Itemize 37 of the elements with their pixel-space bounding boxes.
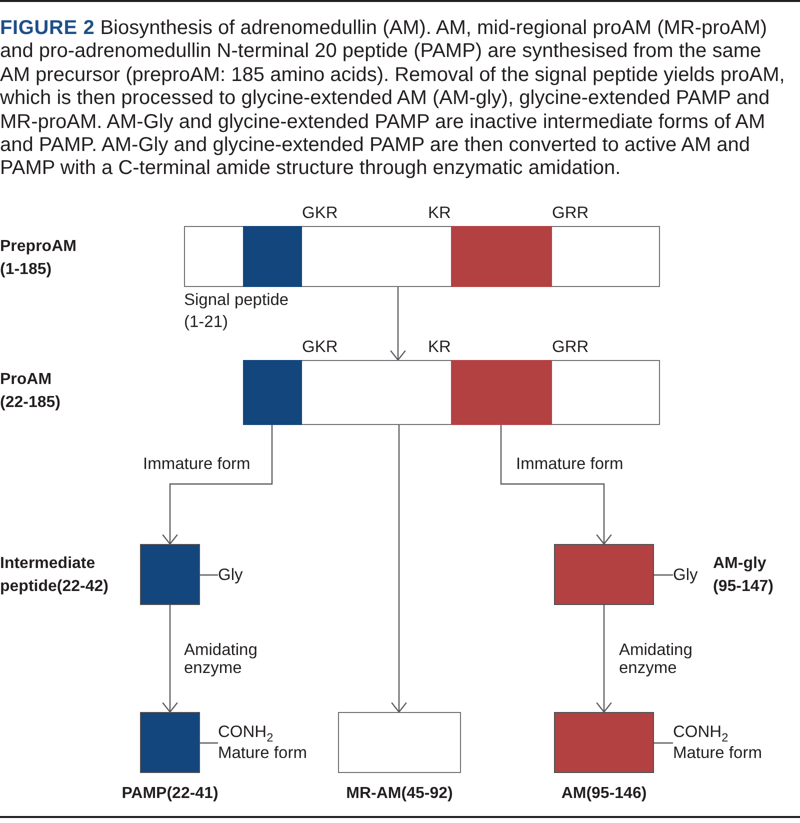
leader-line xyxy=(200,574,218,576)
cleavage-site-label: GRR xyxy=(552,338,589,356)
bar-label: ProAM (22-185) xyxy=(0,371,60,411)
peptide-segment xyxy=(243,226,302,287)
bar-label: PreproAM (1-185) xyxy=(0,238,76,278)
arrow xyxy=(391,425,407,713)
figure-caption: FIGURE 2 Biosynthesis of adrenomedullin (AM). AM, mid-regional proAM (MR-proAM) and pro-adrenomedullin N-terminal 20 peptide (PAMP) are synthesised from the same AM precursor (preproAM: 185 amino acids). Removal of the signal peptide yields proAM, which is then processed to glycine-extended AM (AM-gly), glycine-extended PAMP and MR-proAM. AM-Gly and glycine-extended PAMP are inactive intermediate forms of AM and PAMP. AM-Gly and glycine-extended PAMP are then converted to active AM and PAMP with a C-terminal amide structure through enzymatic amidation. xyxy=(0,17,786,181)
form-label: Mature form xyxy=(673,743,762,764)
edge-label: Amidating enzyme xyxy=(619,641,692,677)
cleavage-site-label: GRR xyxy=(552,204,589,222)
cleavage-site-label: KR xyxy=(428,204,451,222)
form-label: Mature form xyxy=(218,743,307,764)
peptide-label: PAMP(22-41) xyxy=(122,785,218,802)
arrow xyxy=(500,425,612,545)
chemical-group-label: CONH$_{2}$ xyxy=(218,722,274,743)
cleavage-site-label: KR xyxy=(428,338,451,356)
arrow xyxy=(596,605,612,713)
residue-label: Gly xyxy=(673,566,698,584)
leader-line xyxy=(200,742,218,744)
arrow xyxy=(162,605,178,713)
peptide-label: MR-AM(45-92) xyxy=(346,785,453,802)
chemical-group-label: CONH$_{2}$ xyxy=(673,722,728,743)
arrow xyxy=(162,425,273,545)
peptide-label: AM-gly (95-147) xyxy=(713,555,774,595)
cleavage-site-label: GKR xyxy=(302,338,338,356)
peptide-segment xyxy=(451,360,552,425)
peptide-segment xyxy=(243,360,302,425)
peptide-label: Intermediate peptide(22-42) xyxy=(0,555,108,595)
leader-line xyxy=(654,574,673,576)
residue-label: Gly xyxy=(218,566,243,584)
segment-label: Signal peptide (1-21) xyxy=(184,291,289,330)
cleavage-site-label: GKR xyxy=(302,204,338,222)
leader-line xyxy=(654,742,673,744)
peptide-label: AM(95-146) xyxy=(561,785,647,802)
arrow xyxy=(390,287,406,361)
edge-label: Amidating enzyme xyxy=(184,641,258,677)
peptide-segment xyxy=(451,226,552,287)
